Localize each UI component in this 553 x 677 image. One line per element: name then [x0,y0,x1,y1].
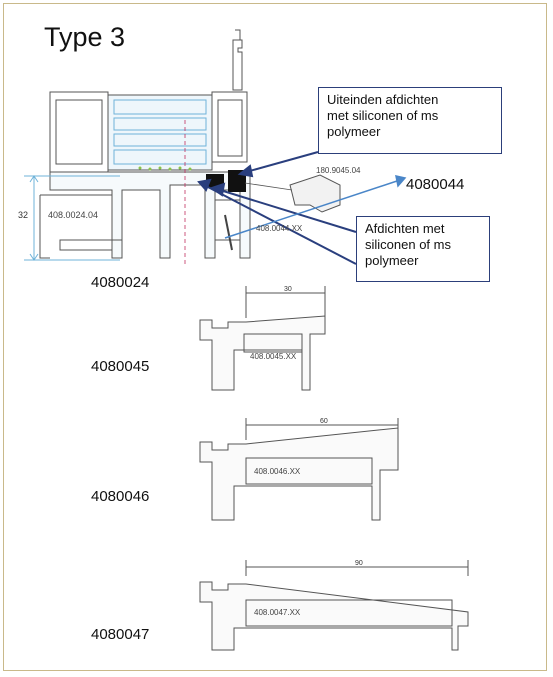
profile-code: 4080046 [91,488,150,505]
figure-frame [3,3,547,671]
arrow-to-seal-inner-1 [219,189,357,233]
callout-line: polymeer [365,253,419,268]
frame-top-post [232,39,243,91]
arrow-to-4080044 [224,179,401,239]
arrow-to-seal-top [245,151,319,173]
diagram-title: Type 3 [44,22,126,52]
profile-code: 4080045 [91,358,150,375]
code-main: 4080024 [91,274,150,291]
profile-dim-label: 90 [355,560,363,567]
callout-line: siliconen of ms [365,237,451,252]
profile-dim-label: 60 [320,418,328,425]
screw-icon [224,214,233,251]
profile-part-label: 408.0047.XX [254,608,301,617]
dimension-32 [24,175,120,261]
profile-4080045 [199,286,326,391]
part-label-main: 408.0024.04 [48,210,99,220]
callout-line: Afdichten met [365,221,445,236]
seal-block-black [228,170,246,192]
glass-unit [107,94,213,171]
profile-part-label: 408.0046.XX [254,467,301,476]
arrow-to-seal-inner-2 [205,185,357,265]
callout-line: Uiteinden afdichten [327,92,439,107]
callout-seal: Afdichten met siliconen of ms polymeer [356,216,490,282]
callout-line: met siliconen of ms [327,108,439,123]
callout-line: polymeer [327,124,381,139]
profile-code: 4080047 [91,626,150,643]
profile-part-label: 408.0045.XX [250,352,297,361]
profile-4080046 [199,418,399,521]
profile-dim-label: 30 [284,286,292,293]
part-label-clip: 180.9045.04 [316,166,361,175]
code-clip: 4080044 [406,176,465,193]
profile-4080047 [199,560,469,651]
part-label-sill: 408.0044.XX [256,224,303,233]
clip-part [289,174,341,213]
callout-seal-ends: Uiteinden afdichten met siliconen of ms … [318,87,502,154]
dimension-value: 32 [18,210,29,220]
